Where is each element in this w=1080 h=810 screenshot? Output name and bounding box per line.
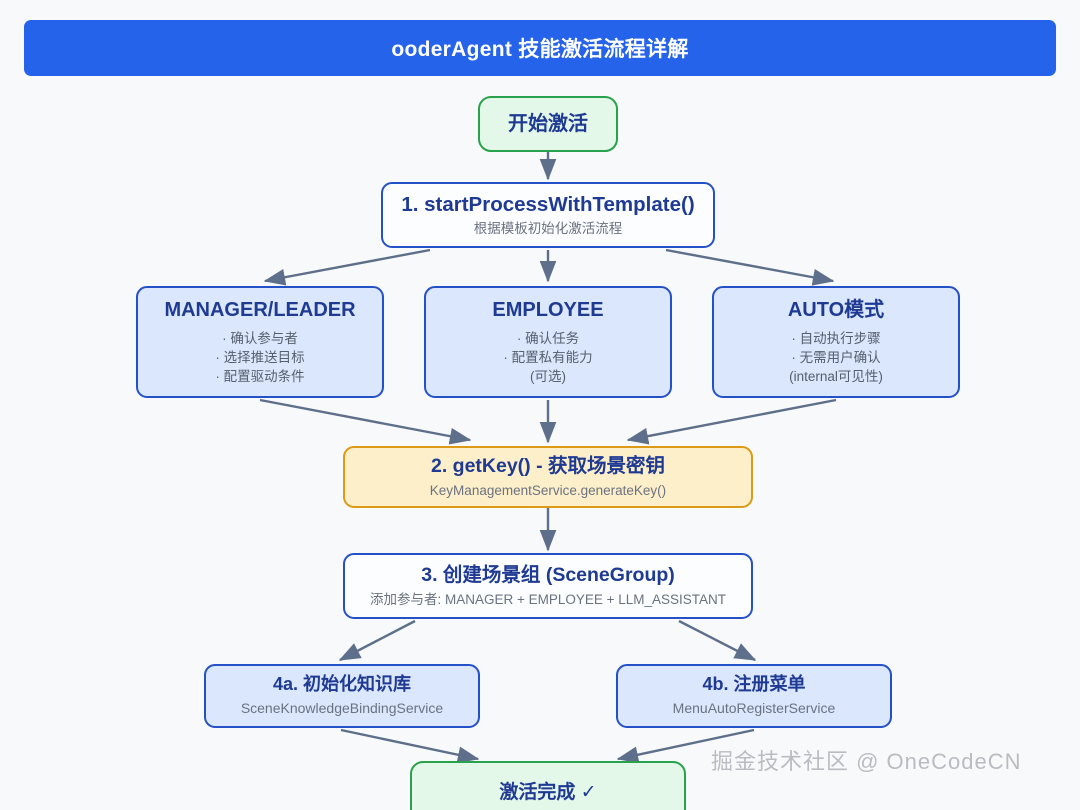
watermark-text: 掘金技术社区 @ OneCodeCN	[711, 749, 1022, 774]
node-title: AUTO模式	[787, 298, 885, 321]
node-title: EMPLOYEE	[492, 298, 604, 321]
node-auto-mode[interactable]: AUTO模式 · 自动执行步骤 · 无需用户确认 (internal可见性)	[712, 286, 960, 398]
node-subtitle: 根据模板初始化激活流程	[473, 221, 623, 237]
node-list-item: · 确认任务	[516, 330, 580, 346]
node-step4a-init-knowledge-base[interactable]: 4a. 初始化知识库 SceneKnowledgeBindingService	[204, 664, 480, 728]
node-activation-complete[interactable]: 激活完成 ✓	[410, 761, 686, 810]
edge-scene-to-knowledge	[338, 619, 416, 662]
node-list-item: · 确认参与者	[222, 330, 298, 346]
node-title: 2. getKey() - 获取场景密钥	[430, 454, 666, 477]
node-step4b-register-menu[interactable]: 4b. 注册菜单 MenuAutoRegisterService	[616, 664, 892, 728]
node-list-item: · 无需用户确认	[791, 350, 881, 366]
edge-manager-to-getkey	[259, 398, 472, 445]
node-manager-leader[interactable]: MANAGER/LEADER · 确认参与者 · 选择推送目标 · 配置驱动条件	[136, 286, 384, 398]
node-subtitle: 添加参与者: MANAGER + EMPLOYEE + LLM_ASSISTAN…	[369, 591, 727, 607]
node-title: 4a. 初始化知识库	[272, 674, 412, 695]
edge-scene-to-menu	[678, 619, 757, 662]
node-step3-create-scene-group[interactable]: 3. 创建场景组 (SceneGroup) 添加参与者: MANAGER + E…	[343, 553, 753, 619]
node-title: 1. startProcessWithTemplate()	[401, 193, 695, 217]
node-subtitle: SceneKnowledgeBindingService	[240, 700, 444, 717]
node-list-item: · 选择推送目标	[215, 350, 305, 366]
node-list-item: · 自动执行步骤	[791, 330, 881, 346]
node-title: 4b. 注册菜单	[702, 674, 806, 695]
node-step1-start-process-with-template[interactable]: 1. startProcessWithTemplate() 根据模板初始化激活流…	[381, 182, 715, 248]
node-title: 激活完成 ✓	[499, 782, 597, 804]
edge-step1-to-auto	[665, 248, 835, 286]
node-title: MANAGER/LEADER	[164, 298, 356, 321]
node-list-item: (可选)	[530, 369, 566, 385]
node-list-item: · 配置驱动条件	[215, 369, 305, 385]
page-title: ooderAgent 技能激活流程详解	[391, 38, 689, 61]
node-step2-get-key[interactable]: 2. getKey() - 获取场景密钥 KeyManagementServic…	[343, 446, 753, 508]
node-subtitle: KeyManagementService.generateKey()	[429, 482, 667, 498]
node-subtitle: MenuAutoRegisterService	[672, 700, 836, 717]
edge-knowledge-to-done	[340, 728, 480, 764]
node-title: 开始激活	[508, 112, 588, 135]
node-title: 3. 创建场景组 (SceneGroup)	[421, 563, 675, 586]
edge-auto-to-getkey	[626, 398, 837, 445]
edge-step1-to-manager	[263, 248, 431, 286]
node-employee[interactable]: EMPLOYEE · 确认任务 · 配置私有能力 (可选)	[424, 286, 672, 398]
diagram-title-bar: ooderAgent 技能激活流程详解	[24, 20, 1056, 76]
node-start-activation[interactable]: 开始激活	[478, 96, 618, 152]
node-list-item: (internal可见性)	[789, 369, 883, 385]
node-list-item: · 配置私有能力	[503, 350, 593, 366]
